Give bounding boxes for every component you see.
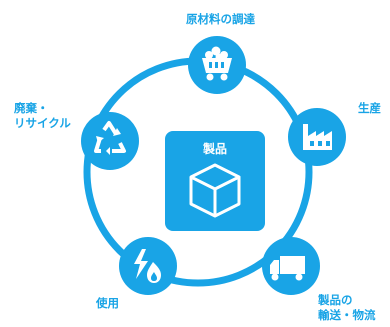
node-label-transport: 製品の 輸送・物流	[318, 293, 376, 322]
node-raw-materials	[188, 36, 246, 94]
box-icon	[189, 163, 241, 218]
node-label-use: 使用	[96, 296, 119, 310]
node-disposal	[81, 112, 139, 170]
product-center-card: 製品	[165, 131, 265, 231]
node-production	[288, 108, 346, 166]
node-transport	[262, 237, 320, 295]
node-label-disposal: 廃棄・ リサイクル	[14, 101, 71, 130]
center-label: 製品	[202, 141, 227, 156]
node-label-production: 生産	[358, 101, 381, 115]
truck-icon	[270, 256, 305, 281]
node-label-raw-materials: 原材料の調達	[186, 12, 255, 26]
node-use	[119, 237, 177, 295]
